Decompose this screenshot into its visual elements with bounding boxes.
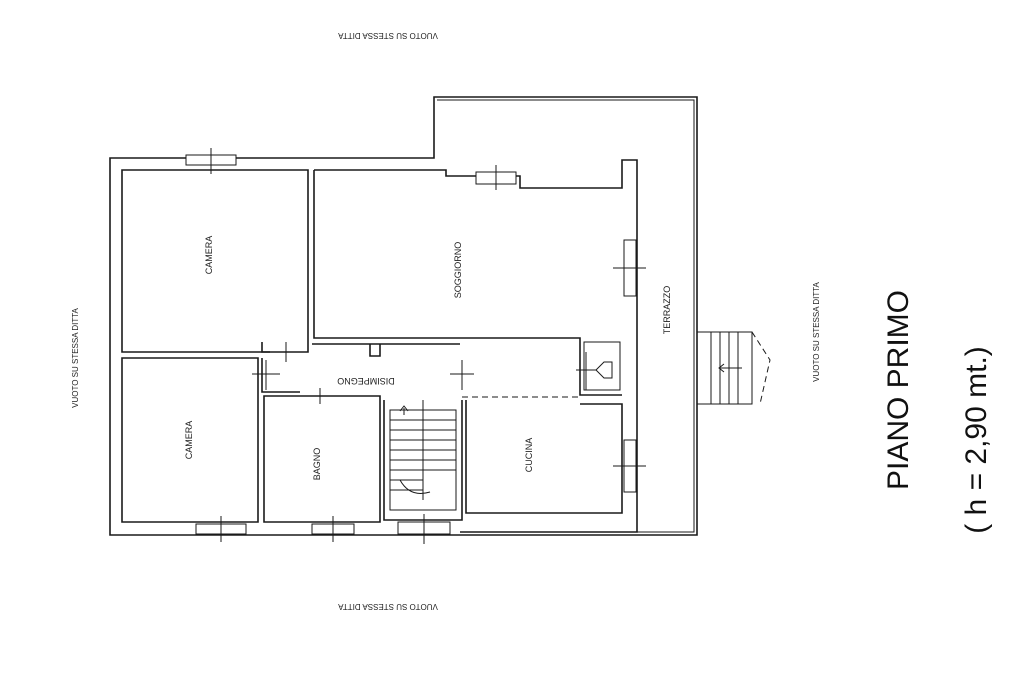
external-stairs [697, 331, 771, 405]
label-top-neighbour: VUOTO SU STESSA DITTA [337, 31, 437, 40]
plan-title: PIANO PRIMO [882, 290, 915, 490]
staircase [389, 400, 457, 511]
room-label-camera-bottom: CAMERA [184, 421, 194, 460]
room-label-camera-top: CAMERA [204, 236, 214, 275]
windows [185, 148, 646, 544]
room-label-disimpegno: DISIMPEGNO [337, 376, 395, 386]
door-markers [252, 342, 613, 404]
label-left-neighbour: VUOTO SU STESSA DITTA [71, 307, 80, 407]
room-label-cucina: CUCINA [524, 438, 534, 473]
room-label-soggiorno: SOGGIORNO [453, 242, 463, 299]
outer-walls [109, 96, 698, 536]
label-bottom-neighbour: VUOTO SU STESSA DITTA [337, 602, 437, 611]
room-label-bagno: BAGNO [312, 448, 322, 481]
plan-height: ( h = 2,90 mt.) [960, 346, 993, 534]
label-right-neighbour: VUOTO SU STESSA DITTA [812, 281, 821, 381]
room-label-terrazzo: TERRAZZO [662, 286, 672, 335]
interior-walls [261, 342, 623, 523]
